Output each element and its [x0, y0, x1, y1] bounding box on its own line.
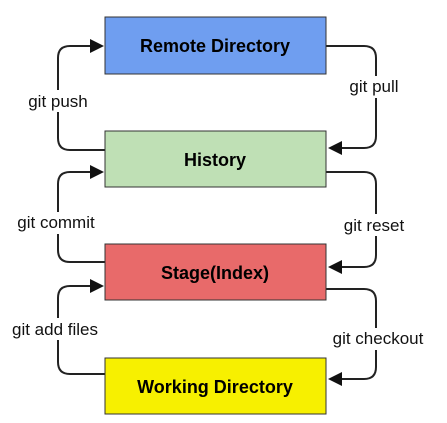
git-add-files-arrowhead	[90, 279, 104, 293]
remote-directory-node: Remote Directory	[104, 16, 327, 75]
stage-box	[104, 243, 327, 301]
git-pull-label-bg	[340, 76, 412, 98]
working-directory-label: Working Directory	[137, 377, 293, 397]
history-node: History	[104, 130, 327, 188]
git-commit-label: git commit	[17, 213, 95, 232]
git-pull-arrowhead	[328, 141, 342, 155]
history-box	[104, 130, 327, 188]
git-reset-label: git reset	[344, 216, 405, 235]
git-push-label: git push	[28, 92, 88, 111]
git-add-files-label: git add files	[12, 320, 98, 339]
working-directory-box	[104, 357, 327, 415]
stage-node: Stage(Index)	[104, 243, 327, 301]
git-reset-label-bg	[336, 214, 416, 236]
git-commit-arrowhead	[90, 165, 104, 179]
git-reset-arrowhead	[328, 260, 342, 274]
git-checkout-arrowhead	[328, 372, 342, 386]
remote-directory-label: Remote Directory	[140, 36, 290, 56]
history-label: History	[184, 150, 246, 170]
stage-label: Stage(Index)	[161, 263, 269, 283]
git-commit-label-bg	[6, 212, 106, 234]
git-checkout-label: git checkout	[333, 329, 424, 348]
git-checkout-label-bg	[318, 328, 438, 350]
git-add-files-label-bg	[2, 318, 110, 340]
working-directory-node: Working Directory	[104, 357, 327, 415]
git-pull-label: git pull	[349, 77, 398, 96]
git-push-label-bg	[18, 90, 98, 112]
git-push-arrowhead	[90, 39, 104, 53]
remote-directory-box	[104, 16, 327, 75]
